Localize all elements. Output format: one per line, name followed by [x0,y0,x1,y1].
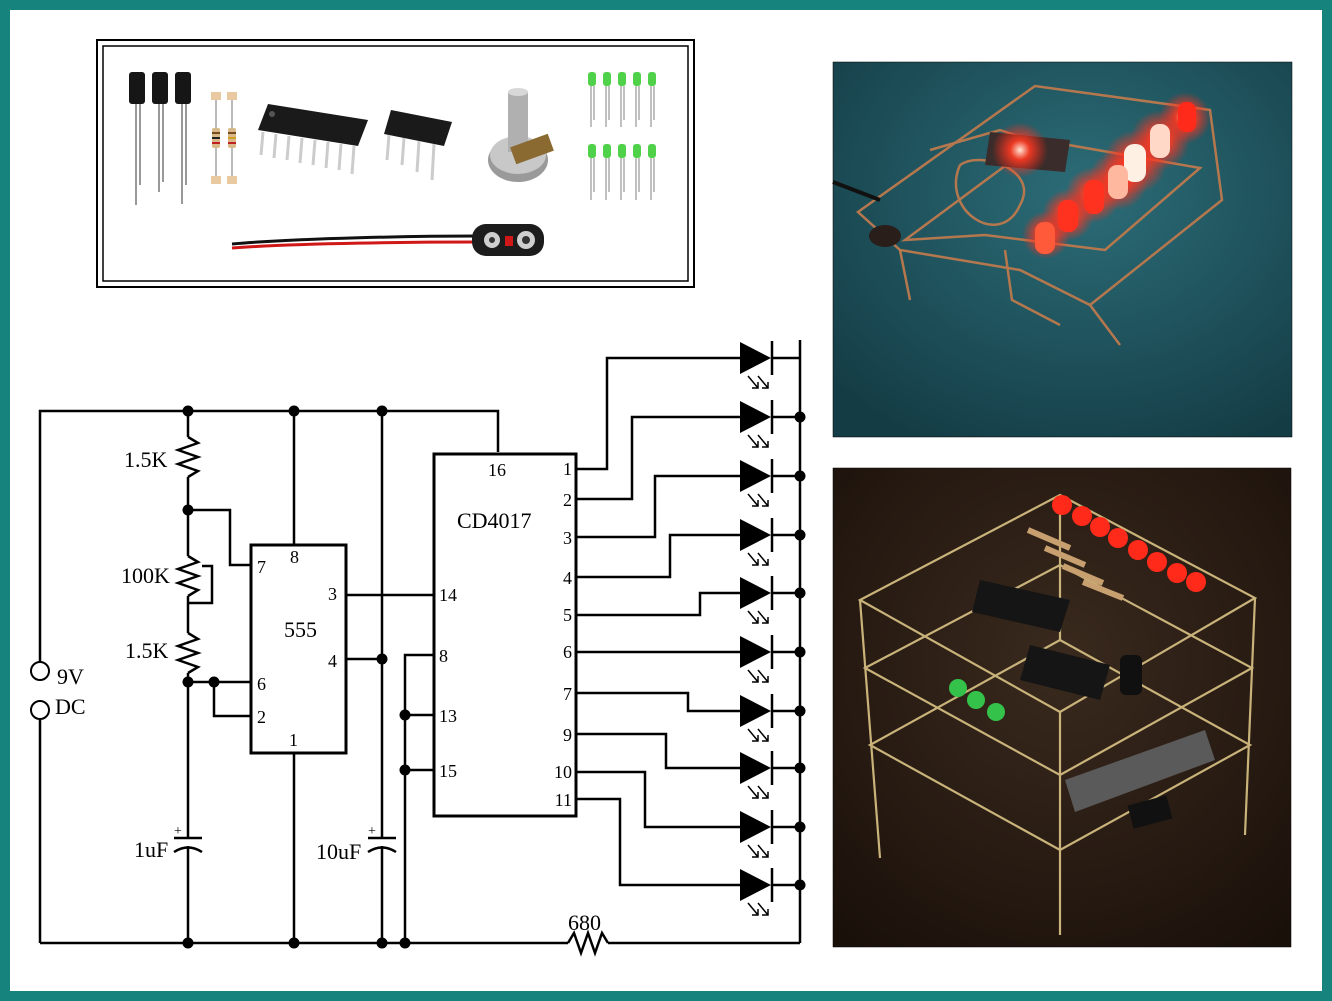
green-led-icon [949,679,1005,721]
pin-label: 14 [439,585,457,605]
potentiometer-label: 100K [121,563,170,588]
pin-label: 8 [290,547,299,567]
chip-photo-icon [972,580,1070,632]
capacitor-photo-icon [869,225,901,247]
output-pin-label: 2 [563,490,572,510]
led-icon [740,576,774,624]
photo-led-chaser-cube [832,467,1292,948]
junction-dots [182,405,806,949]
counter-ic-name: CD4017 [457,508,532,533]
red-led-icon [1035,102,1196,254]
green-led-icon [588,72,656,200]
pin-label: 13 [439,706,457,726]
resistor-1-label: 1.5K [124,447,168,472]
polarity-mark: + [174,824,182,839]
timer-ic-name: 555 [284,617,317,642]
pin-label: 2 [257,707,266,727]
led-icon [740,694,774,742]
capacitor-icon [129,72,191,205]
output-pin-label: 9 [563,725,572,745]
potentiometer-icon [488,88,554,182]
output-pin-label: 5 [563,605,572,625]
resistor-2-label: 1.5K [125,638,169,663]
pin-label: 8 [439,646,448,666]
output-pin-label: 3 [563,528,572,548]
led-icon [740,751,774,799]
photo-led-chaser-wire-frame [832,61,1293,438]
schematic [38,340,802,957]
led-icon [740,635,774,683]
pin-label: 4 [328,651,337,671]
resistor-icon [211,92,237,184]
capacitor-1-label: 1uF [134,837,168,862]
pin-label: 15 [439,761,457,781]
output-pin-label: 10 [554,762,572,782]
led-icon [740,868,774,916]
output-pin-label: 11 [555,790,572,810]
led-icon [740,810,774,858]
pin-label: 16 [488,460,506,480]
output-pin-label: 4 [563,568,572,588]
pin-label: 1 [289,730,298,750]
led-array [740,341,774,916]
output-pin-label: 7 [563,684,572,704]
parts-panel [96,39,695,288]
ic-16pin-icon [258,104,368,175]
power-terminal-icon [30,661,50,720]
battery-clip-icon [231,224,544,256]
output-pin-label: 1 [563,459,572,479]
pin-label: 7 [257,557,266,577]
led-icon [740,400,774,448]
pin-label: 6 [257,674,266,694]
led-icon [740,341,774,389]
red-led-icon [1052,495,1206,592]
slide-potentiometer-icon [1065,730,1215,812]
polarity-mark: + [368,824,376,839]
capacitor-2-label: 10uF [316,839,361,864]
power-type-label: DC [55,694,86,719]
ic-8pin-icon [384,110,452,181]
pin-label: 3 [328,584,337,604]
led-resistor-label: 680 [568,910,601,935]
voltage-label: 9V [57,664,84,689]
led-icon [740,518,774,566]
output-pin-label: 6 [563,642,572,662]
led-icon [740,459,774,507]
